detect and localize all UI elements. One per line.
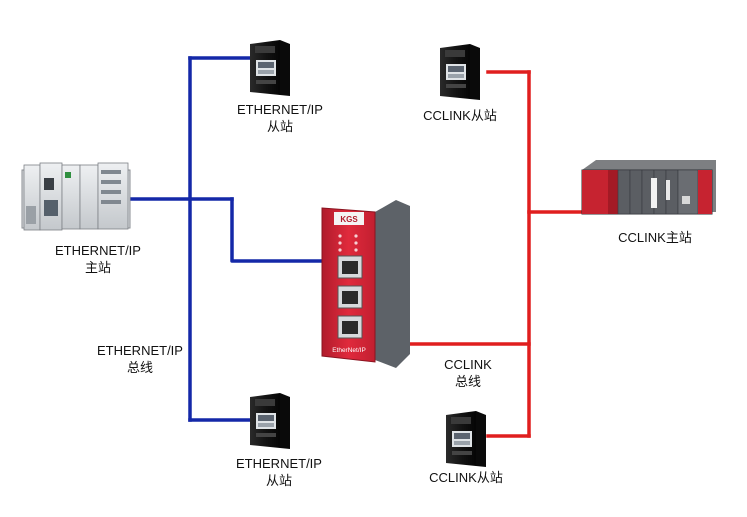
- plc-rack-icon: [21, 162, 131, 231]
- ethernet-slave-bottom-drive: [250, 393, 290, 449]
- ethernet-slave-top-drive: [250, 40, 290, 96]
- gateway-module-icon: KGS EtherNet/IP: [321, 200, 410, 368]
- servo-drive-icon: [250, 40, 290, 96]
- gateway-logo-panel: [334, 212, 364, 225]
- servo-drive-icon: [446, 411, 486, 467]
- ethernet-slave-top-label: ETHERNET/IP 从站: [237, 102, 323, 134]
- cclink-bus-lines: [403, 70, 582, 438]
- ethernet-slave-bottom-label: ETHERNET/IP 从站: [236, 456, 322, 488]
- servo-drive-icon: [440, 44, 480, 100]
- gateway-status-leds: [338, 234, 358, 252]
- gateway-brand-text: EtherNet/IP: [332, 347, 366, 354]
- ethernet-bus-lines: [126, 56, 324, 422]
- ethernet-master-label: ETHERNET/IP 主站: [55, 243, 141, 275]
- ethernet-port-3: [337, 315, 363, 339]
- cclink-slave-top-drive: [440, 44, 480, 100]
- cclink-slave-top-label: CCLINK从站: [423, 108, 497, 123]
- cclink-slave-bottom-drive: [446, 411, 486, 467]
- servo-drive-icon: [250, 393, 290, 449]
- cclink-master-label: CCLINK主站: [618, 230, 692, 245]
- ethernet-bus-label: ETHERNET/IP 总线: [97, 343, 183, 375]
- ethernet-port-2: [337, 285, 363, 309]
- ethernet-link-gateway: [230, 197, 324, 263]
- cclink-bus-label: CCLINK 总线: [444, 357, 492, 389]
- cclink-slave-bottom-label: CCLINK从站: [429, 470, 503, 485]
- mitsubishi-plc-icon: [581, 160, 716, 215]
- ethernet-port-1: [337, 255, 363, 279]
- gateway-logo-text: KGS: [340, 215, 358, 224]
